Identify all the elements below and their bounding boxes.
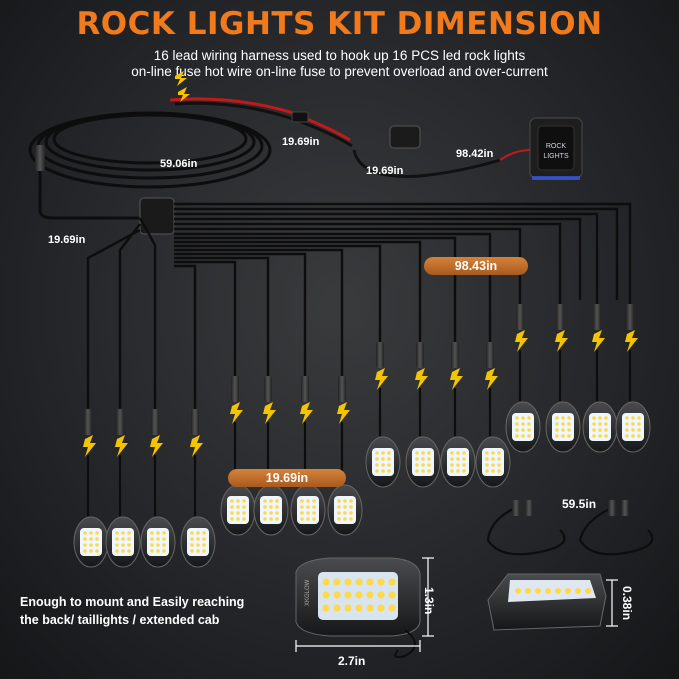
relay-lead [352,149,501,178]
wire-connector [231,376,239,402]
wire-connector [556,304,564,330]
bolt-icon [485,368,498,390]
bolt-icon [415,368,428,390]
rock-light-pod-large: XKGLOW [295,557,421,659]
note-line-1: Enough to mount and Easily reaching [20,595,245,609]
relay-connector [389,125,421,149]
wire-connector [151,409,159,435]
wire-connector [416,342,424,368]
wire-connector [516,304,524,330]
label-extension: 59.5in [562,497,597,511]
rocker-switch: ROCK LIGHTS [529,117,583,180]
junction-box [139,197,175,235]
wire-connector [301,376,309,402]
label-pod-height: 1.3in [422,587,436,615]
led-panel [447,448,469,476]
label-branch-long: 98.43in [424,257,528,275]
rock-light-drops [73,300,651,568]
bolt-icon [83,435,96,457]
bolt-icon [300,402,313,424]
main-cable-coil [28,111,272,220]
subtitle-line-1: 16 lead wiring harness used to hook up 1… [153,48,526,63]
led-panel [482,448,504,476]
label-pod-depth: 0.38in [620,586,634,621]
wire-connector [626,304,634,330]
terminal-bolt-icons [175,71,190,102]
trunk-wires [86,202,632,405]
wire-connector [116,409,124,435]
fuse-holder [291,111,309,123]
dimension-lines [295,557,618,652]
wire-connector [451,342,459,368]
wire-connector [264,376,272,402]
label-relay-lead: 19.69in [366,165,404,177]
power-lead-red [169,97,351,142]
switch-label-2: LIGHTS [543,153,569,160]
label-main-cable: 59.06in [160,158,198,170]
wire-connector [84,409,92,435]
led-panel [412,448,434,476]
led-panel [512,413,534,441]
led-panel [187,528,209,556]
led-panel [260,496,282,524]
note-line-2: the back/ taillights / extended cab [20,613,220,627]
led-panel [112,528,134,556]
wire-connector [486,342,494,368]
bolt-icon [555,330,568,352]
led-panel [372,448,394,476]
bolt-icon [337,402,350,424]
bolt-icon [515,330,528,352]
led-panel [147,528,169,556]
label-pod-width: 2.7in [338,654,366,668]
led-panel [552,413,574,441]
bolt-icon [230,402,243,424]
led-panel [80,528,102,556]
switch-label-1: ROCK [546,143,567,150]
led-panel [297,496,319,524]
bolt-icon [375,368,388,390]
subtitle-line-2: on-line fuse hot wire on-line fuse to pr… [131,64,548,79]
extension-cables [486,506,654,556]
bolt-icon [190,435,203,457]
wire-connector [338,376,346,402]
led-panel [622,413,644,441]
brand-mark: XKGLOW [305,579,311,606]
bolt-icon [625,330,638,352]
label-branch-short: 19.69in [228,469,346,487]
page-title: ROCK LIGHTS KIT DIMENSION [76,6,603,42]
label-switch-lead: 98.42in [456,148,494,160]
wire-connector [191,409,199,435]
led-panel [227,496,249,524]
led-panel [334,496,356,524]
wire-connector [376,342,384,368]
wire-connector [593,304,601,330]
bolt-icon [150,435,163,457]
bolt-icon [592,330,605,352]
label-fuse-lead: 19.69in [282,136,320,148]
cable-connector-left [35,145,45,171]
label-trunk-lead: 19.69in [48,234,86,246]
bolt-icon [263,402,276,424]
led-panel [589,413,611,441]
bolt-icon [115,435,128,457]
extension-plugs [512,500,629,516]
bolt-icon [450,368,463,390]
rock-light-pod-angled [487,573,607,631]
